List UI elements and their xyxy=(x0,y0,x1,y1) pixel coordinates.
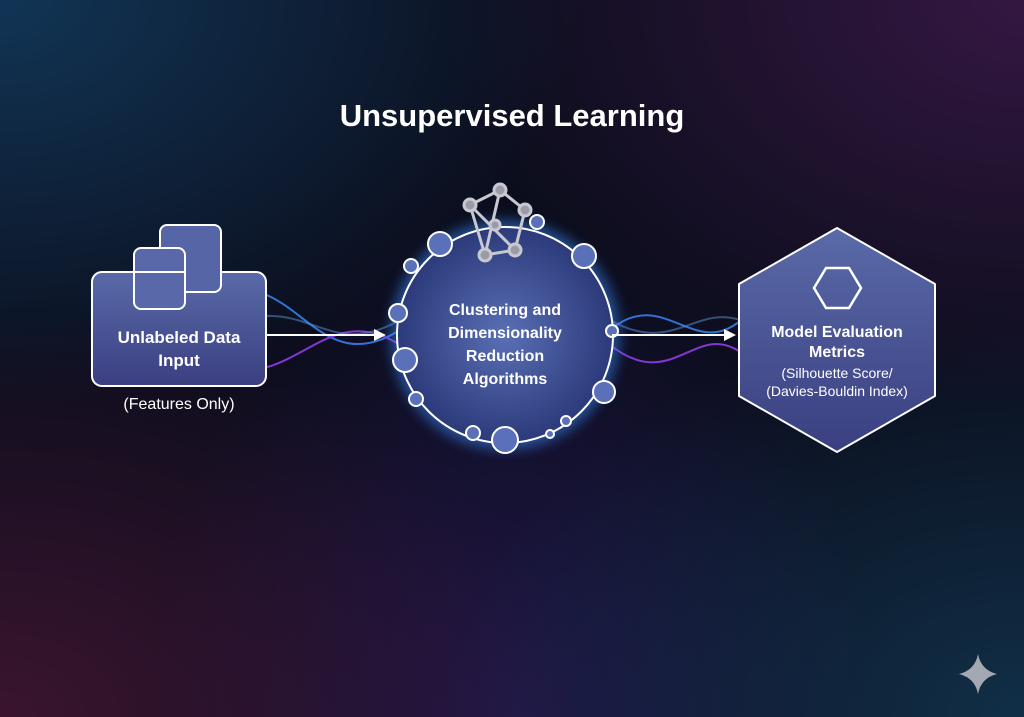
algorithms-node-label: Clustering and Dimensionality Reduction … xyxy=(448,302,562,388)
algorithms-node-shape xyxy=(388,182,620,454)
evaluation-node-shape xyxy=(738,227,936,453)
evaluation-node-label: Model Evaluation Metrics xyxy=(771,324,903,361)
arrow-algorithms-to-evaluation xyxy=(612,329,736,341)
evaluation-detail-2: (Davies-Bouldin Index) xyxy=(766,383,908,399)
input-node-label: Unlabeled Data Input xyxy=(117,328,241,370)
evaluation-detail-1: (Silhouette Score/ xyxy=(781,365,893,381)
arrow-input-to-algorithms xyxy=(266,329,386,341)
input-node-shape xyxy=(91,224,267,387)
hexagon-icon xyxy=(812,266,863,310)
input-node-sublabel: (Features Only) xyxy=(123,396,235,413)
sparkle-icon xyxy=(959,654,997,694)
diagram-title: Unsupervised Learning xyxy=(339,98,685,133)
molecule-icon xyxy=(462,182,533,263)
